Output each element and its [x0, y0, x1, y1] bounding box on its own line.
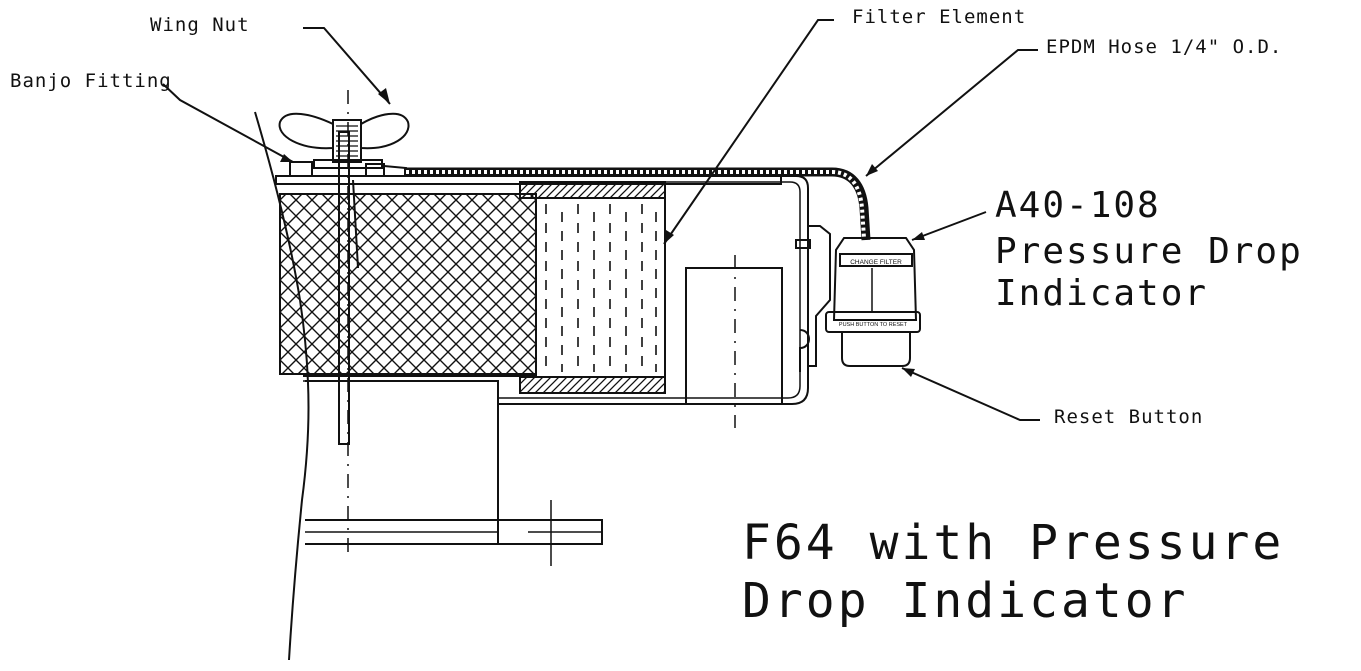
filter-housing-inner	[498, 181, 801, 399]
reset-button-label: Reset Button	[1054, 406, 1204, 428]
rod-secondary	[352, 179, 359, 269]
indicator-face-top: CHANGE FILTER	[850, 259, 902, 266]
outlet-tube	[685, 267, 783, 405]
drawing-title-line1: F64 with Pressure	[742, 515, 1285, 571]
filter-housing-shell	[497, 175, 809, 405]
filter-element-pleats	[545, 204, 657, 372]
indicator-name-line1: Pressure Drop	[995, 231, 1303, 272]
filter-element-top-cap	[519, 181, 666, 199]
bracket-screw	[795, 239, 811, 249]
filter-element-label: Filter Element	[852, 6, 1027, 28]
epdm-hose-label: EPDM Hose 1/4" O.D.	[1046, 36, 1283, 58]
filter-media	[279, 193, 537, 375]
pressure-drop-indicator: CHANGE FILTER PUSH BUTTON TO RESET	[825, 237, 921, 367]
lower-bracket	[305, 380, 499, 521]
filter-element-body	[535, 197, 666, 378]
epdm-hose-core	[406, 170, 866, 239]
filter-element-bottom-cap	[519, 376, 666, 394]
indicator-face-bottom: PUSH BUTTON TO RESET	[839, 322, 908, 328]
banjo-fitting-label: Banjo Fitting	[10, 70, 172, 92]
indicator-part-label: A40-108	[995, 185, 1161, 226]
leader-lines	[162, 19, 1040, 421]
stud-bolt	[338, 131, 350, 445]
wing-nut	[278, 112, 410, 169]
bracket-clip	[799, 329, 810, 372]
indicator-bracket	[808, 225, 831, 367]
wing-nut-label: Wing Nut	[150, 14, 250, 36]
indicator-name-line2: Indicator	[995, 273, 1209, 314]
drawing-title-line2: Drop Indicator	[742, 573, 1189, 629]
